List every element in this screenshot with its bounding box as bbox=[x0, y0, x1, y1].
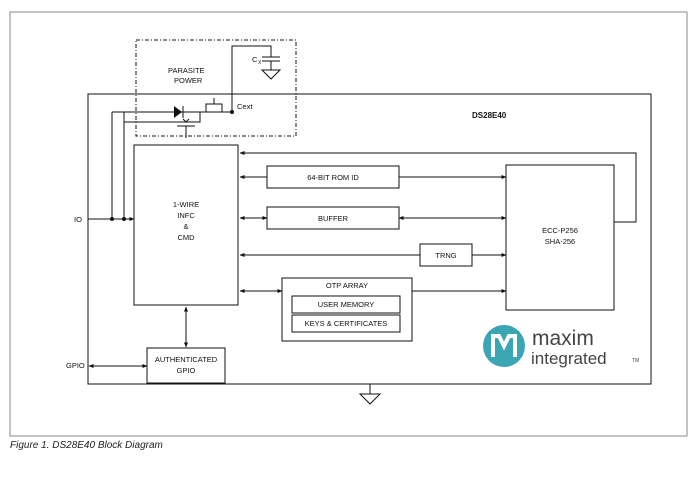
onewire-block bbox=[133, 144, 239, 306]
maxim-logo: maxim integrated TM bbox=[483, 325, 639, 368]
rom-id-label: 64-BIT ROM ID bbox=[307, 173, 359, 182]
ecc-line-2: SHA-256 bbox=[545, 237, 575, 246]
user-memory-label: USER MEMORY bbox=[318, 300, 375, 309]
ecc-line-1: ECC-P256 bbox=[542, 226, 578, 235]
buffer-label: BUFFER bbox=[318, 214, 349, 223]
cext-node bbox=[230, 110, 234, 114]
logo-maxim: maxim bbox=[532, 327, 594, 350]
cx-ground-icon bbox=[260, 69, 282, 80]
keys-label: KEYS & CERTIFICATES bbox=[305, 319, 388, 328]
onewire-line-1: 1-WIRE bbox=[173, 200, 199, 209]
auth-gpio-line-1: AUTHENTICATED bbox=[155, 355, 218, 364]
keys-block bbox=[291, 314, 401, 333]
auth-gpio-block bbox=[146, 347, 226, 384]
onewire-line-2: INFC bbox=[177, 211, 195, 220]
user-memory-block bbox=[291, 295, 401, 314]
logo-integrated: integrated bbox=[531, 349, 607, 368]
outer-frame bbox=[9, 11, 688, 437]
parasite-label-2: POWER bbox=[174, 76, 203, 85]
chip-name: DS28E40 bbox=[472, 111, 507, 120]
cext-label: Cext bbox=[237, 102, 253, 111]
cx-subscript: X bbox=[258, 60, 262, 66]
io-pin-label: IO bbox=[74, 215, 82, 224]
parasite-power-region bbox=[135, 39, 297, 137]
onewire-line-3: & bbox=[183, 222, 188, 231]
io-node-2 bbox=[122, 217, 126, 221]
diode-icon bbox=[174, 106, 182, 118]
ecc-block bbox=[505, 164, 615, 311]
transistor-link bbox=[123, 112, 201, 123]
auth-gpio-line-2: GPIO bbox=[177, 366, 196, 375]
switch-icon bbox=[205, 98, 223, 112]
ground-icon bbox=[358, 384, 382, 405]
io-node-1 bbox=[110, 217, 114, 221]
parasite-label-1: PARASITE bbox=[168, 66, 205, 75]
cx-label: C bbox=[252, 55, 258, 64]
feedback-line bbox=[239, 151, 637, 223]
gpio-pin-label: GPIO bbox=[66, 361, 85, 370]
cx-capacitor bbox=[231, 45, 280, 112]
onewire-line-4: CMD bbox=[177, 233, 195, 242]
logo-tm: TM bbox=[632, 358, 639, 364]
figure-caption: Figure 1. DS28E40 Block Diagram bbox=[10, 440, 163, 451]
otp-title: OTP ARRAY bbox=[326, 281, 368, 290]
trng-label: TRNG bbox=[435, 251, 456, 260]
